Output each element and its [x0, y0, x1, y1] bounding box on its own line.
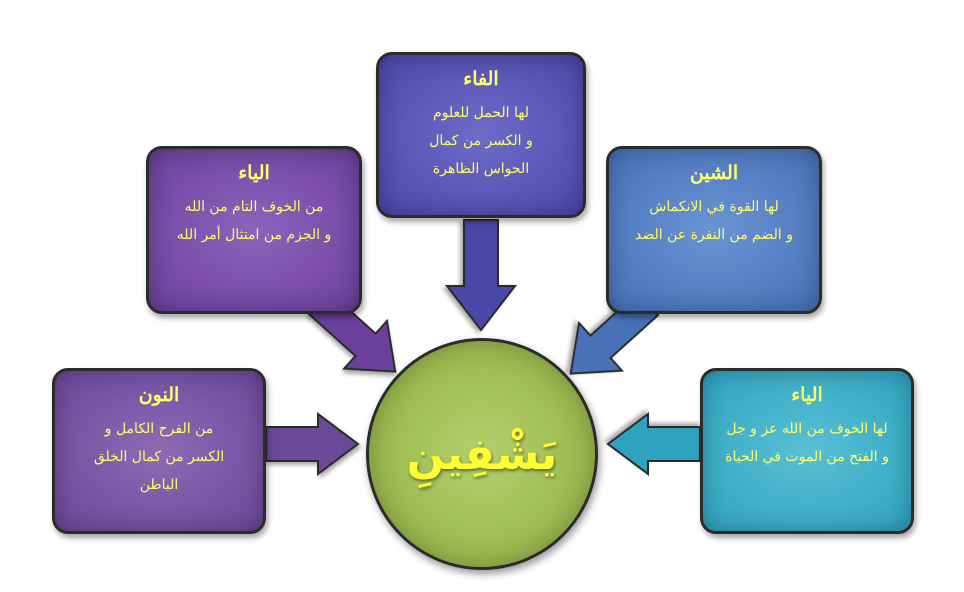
- box-line: لها القوة في الانكماش: [649, 199, 779, 215]
- box-line: و الفتح من الموت في الحياة: [725, 449, 889, 465]
- box-ya-right: الياء لها الخوف من الله عز و جل و الفتح …: [700, 368, 914, 534]
- box-line: لها الخوف من الله عز و جل: [726, 421, 888, 437]
- box-title: النون: [138, 384, 180, 406]
- box-line: و الكسر من كمال: [429, 133, 533, 149]
- box-title: الياء: [791, 384, 823, 406]
- arrow-from-fa: [444, 219, 518, 332]
- box-shin: الشين لها القوة في الانكماش و الضم من ال…: [606, 146, 822, 314]
- box-ya-left: الياء من الخوف التام من الله و الجزم من …: [146, 146, 362, 314]
- box-line: و الجزم من امتثال أمر الله: [176, 227, 332, 243]
- box-title: الشين: [689, 162, 739, 184]
- box-line: و الضم من النفرة عن الضد: [635, 227, 793, 243]
- box-line: الباطن: [139, 477, 179, 493]
- box-fa: الفاء لها الحمل للعلوم و الكسر من كمال ا…: [376, 52, 586, 218]
- box-line: الكسر من كمال الخلق: [93, 449, 225, 465]
- box-nun: النون من الفرح الكامل و الكسر من كمال ال…: [52, 368, 266, 534]
- arrow-from-nun: [265, 412, 360, 476]
- center-word: يَشْفِينِ: [406, 428, 558, 480]
- box-title: الفاء: [463, 68, 499, 90]
- box-line: من الخوف التام من الله: [184, 199, 324, 215]
- box-title: الياء: [238, 162, 270, 184]
- box-line: لها الحمل للعلوم: [433, 105, 529, 121]
- box-line: الحواس الظاهرة: [432, 161, 530, 177]
- arrow-from-ya-right: [606, 412, 701, 476]
- center-circle: يَشْفِينِ: [366, 338, 598, 570]
- box-line: من الفرح الكامل و: [104, 421, 214, 437]
